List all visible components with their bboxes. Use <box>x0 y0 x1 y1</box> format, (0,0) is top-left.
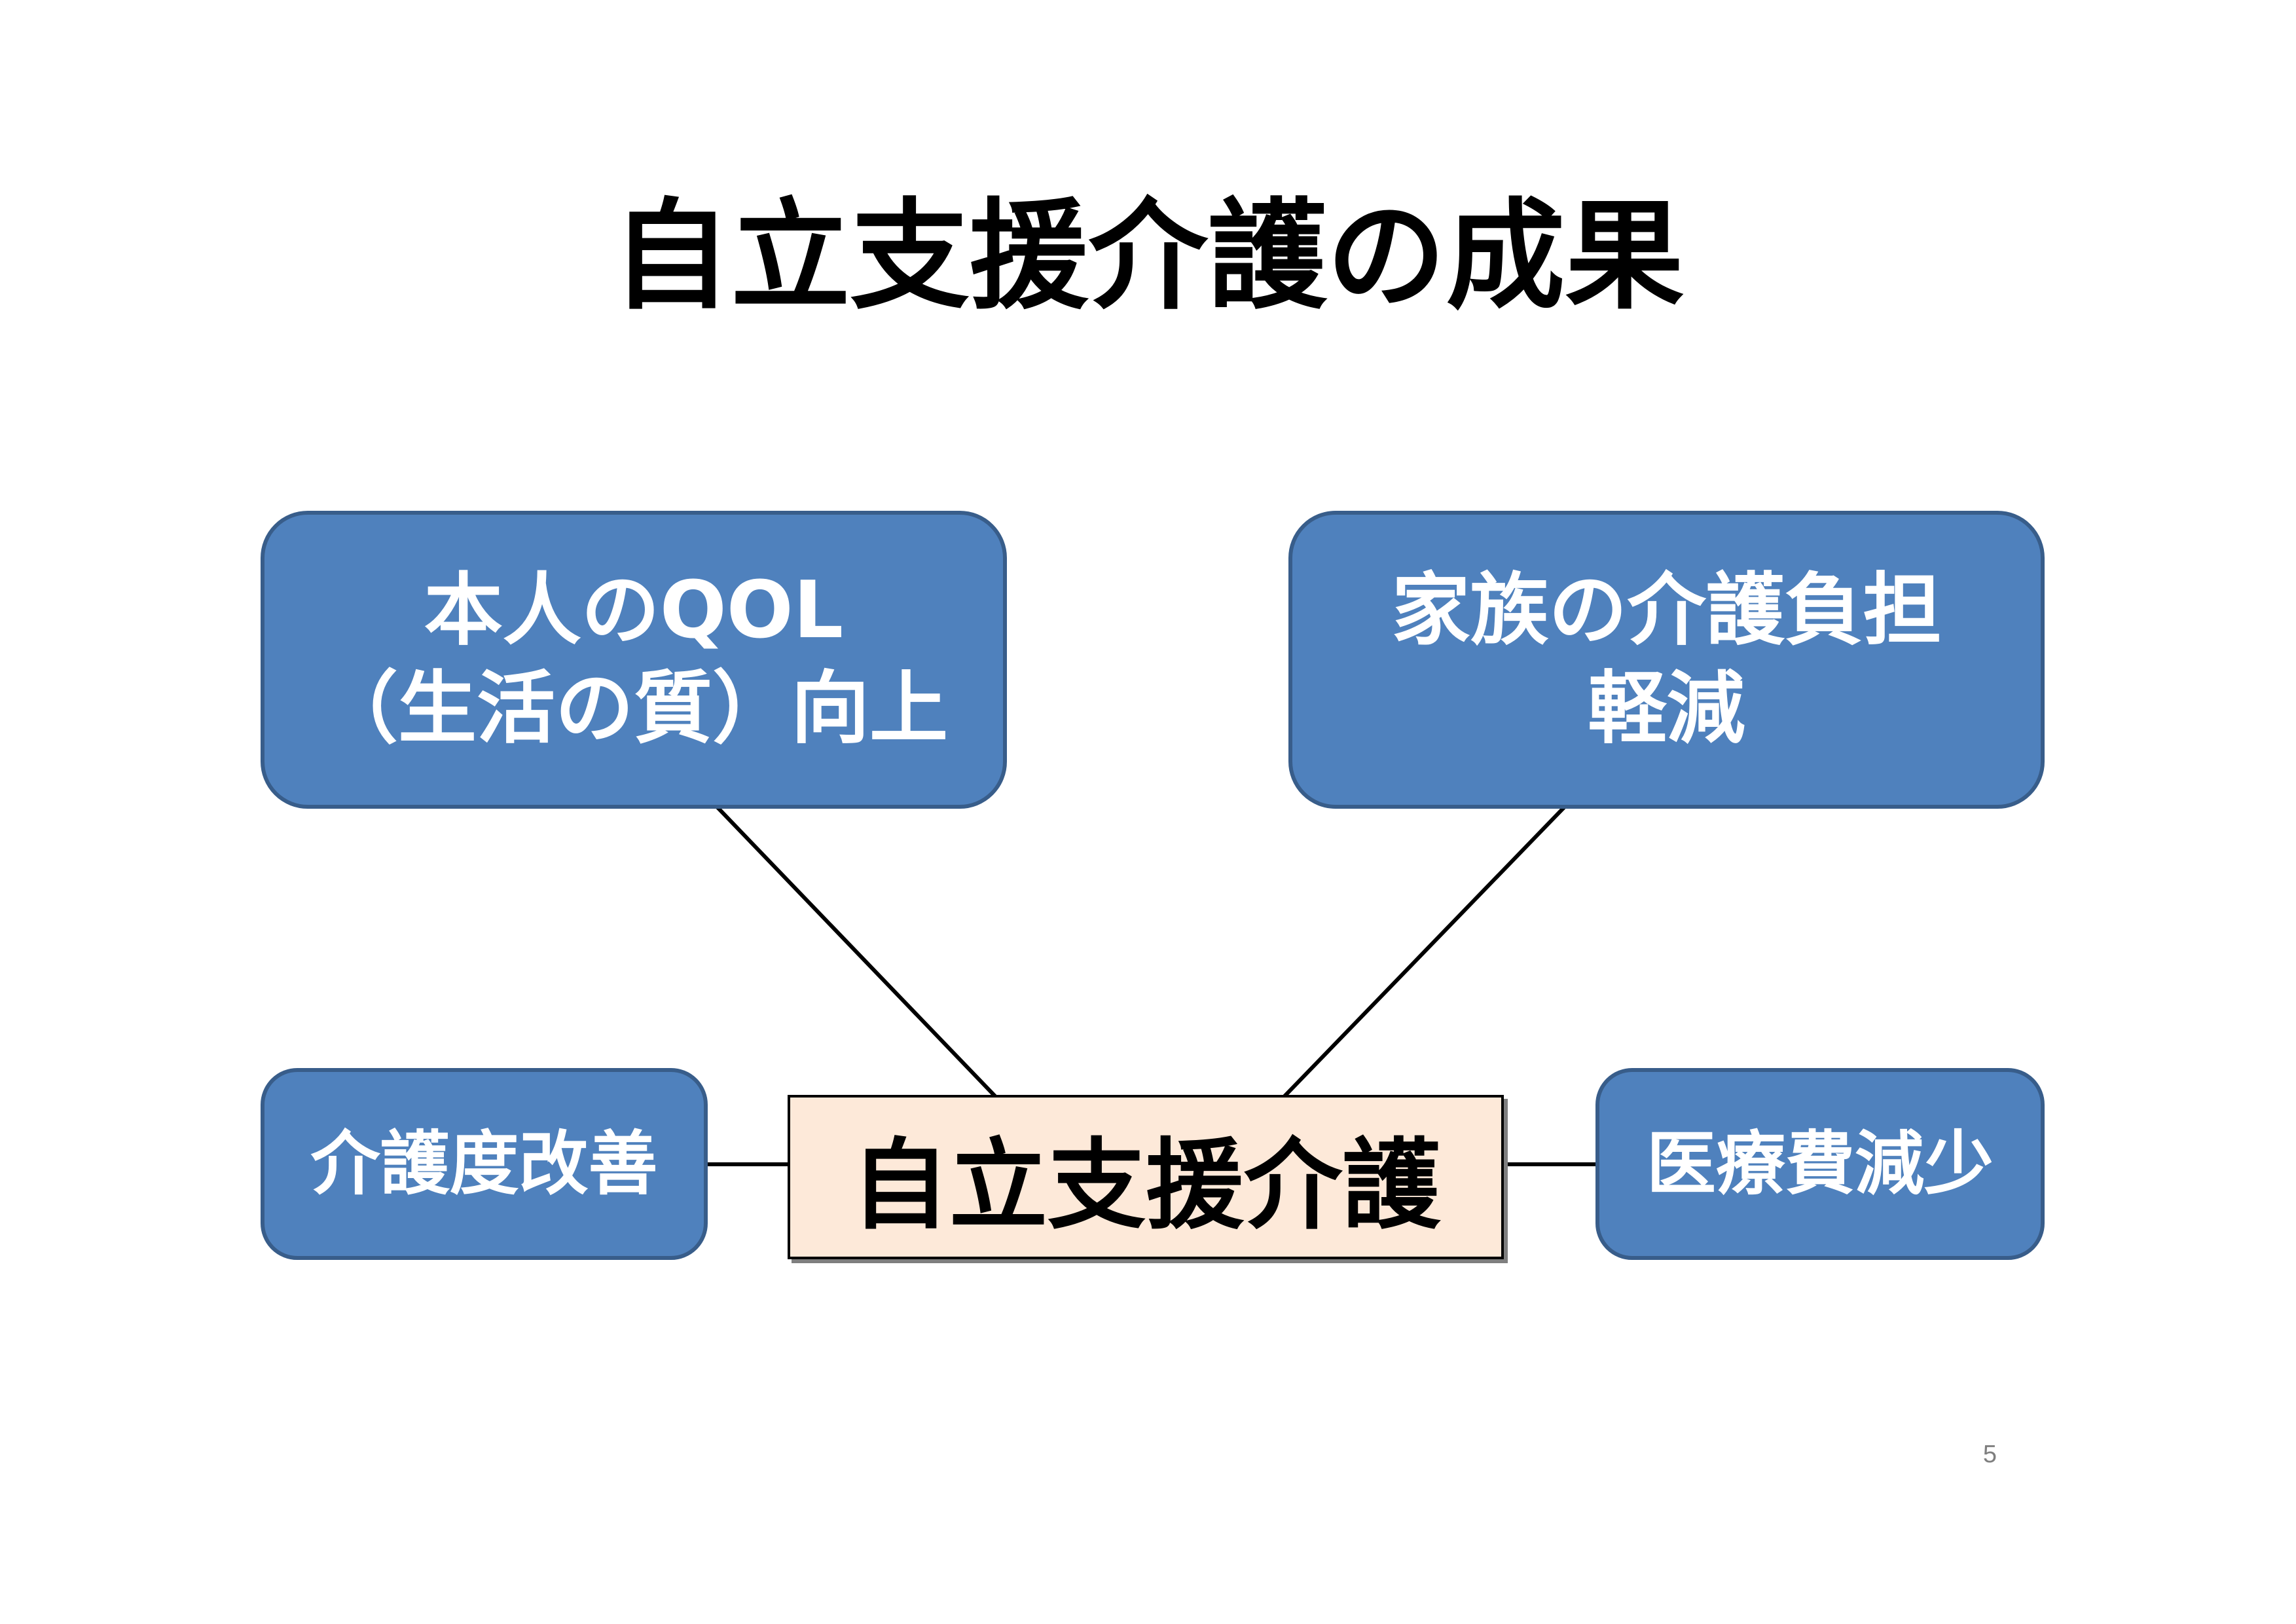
outcome-qol-line2: （生活の質）向上 <box>319 663 948 754</box>
page-title: 自立支援介護の成果 <box>611 187 1685 325</box>
outcome-care-level-box: 介護度改善 <box>261 1068 708 1260</box>
outcome-qol-line1: 本人のQOL <box>424 564 844 656</box>
outcome-care-level-label: 介護度改善 <box>310 1123 658 1204</box>
connector-family <box>1283 805 1567 1098</box>
page-number: 5 <box>1982 1441 1997 1468</box>
outcome-family-line2: 軽減 <box>1588 663 1745 754</box>
outcome-family-line1: 家族の介護負担 <box>1391 564 1942 656</box>
connector-qol <box>715 805 997 1098</box>
outcome-medical-cost-box: 医療費減少 <box>1595 1068 2045 1260</box>
outcome-qol-box: 本人のQOL （生活の質）向上 <box>261 511 1007 809</box>
center-concept-box: 自立支援介護 <box>788 1095 1504 1259</box>
outcome-medical-cost-label: 医療費減少 <box>1647 1123 1994 1204</box>
center-concept-label: 自立支援介護 <box>850 1129 1440 1243</box>
outcome-family-burden-box: 家族の介護負担 軽減 <box>1288 511 2045 809</box>
